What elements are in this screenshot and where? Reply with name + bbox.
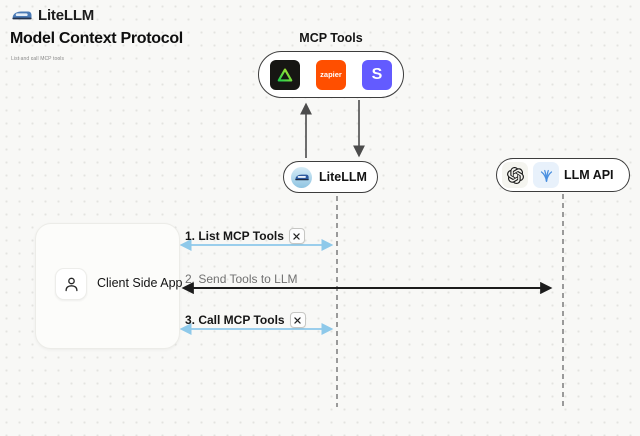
flow-step-2-label: 2. Send Tools to LLM bbox=[185, 272, 298, 286]
llm-api-node: LLM API bbox=[496, 158, 630, 192]
green-triangle-tool-icon bbox=[270, 59, 300, 90]
openai-icon bbox=[502, 162, 528, 188]
crossed-tools-icon bbox=[288, 228, 305, 244]
train-icon bbox=[12, 9, 32, 22]
page-title: Model Context Protocol bbox=[10, 30, 183, 47]
zapier-icon: zapier bbox=[316, 59, 346, 90]
brand-header: LiteLLM bbox=[12, 7, 94, 24]
zapier-wordmark: zapier bbox=[320, 70, 342, 79]
client-node-label: Client Side App bbox=[97, 276, 183, 290]
person-icon bbox=[55, 268, 87, 300]
stripe-icon: S bbox=[362, 59, 392, 90]
flow-step-1: 1. List MCP Tools bbox=[185, 228, 305, 244]
flow-step-3: 3. Call MCP Tools bbox=[185, 312, 306, 328]
brand-name: LiteLLM bbox=[38, 7, 95, 24]
flow-step-2: 2. Send Tools to LLM bbox=[185, 272, 298, 286]
mcp-tools-node: zapier S bbox=[258, 51, 404, 98]
flow-step-1-label: 1. List MCP Tools bbox=[185, 229, 284, 243]
flow-step-3-label: 3. Call MCP Tools bbox=[185, 313, 285, 327]
litellm-train-icon bbox=[291, 166, 312, 188]
page-subtitle: List and call MCP tools bbox=[11, 56, 65, 62]
llm-api-node-label: LLM API bbox=[564, 168, 614, 182]
litellm-node-label: LiteLLM bbox=[319, 170, 367, 184]
client-side-app-node: Client Side App bbox=[35, 223, 183, 349]
litellm-node: LiteLLM bbox=[283, 161, 378, 193]
mcp-tools-label: MCP Tools bbox=[299, 31, 363, 45]
blue-feather-icon bbox=[533, 162, 559, 188]
crossed-tools-icon bbox=[289, 312, 306, 328]
stripe-letter: S bbox=[371, 65, 383, 83]
